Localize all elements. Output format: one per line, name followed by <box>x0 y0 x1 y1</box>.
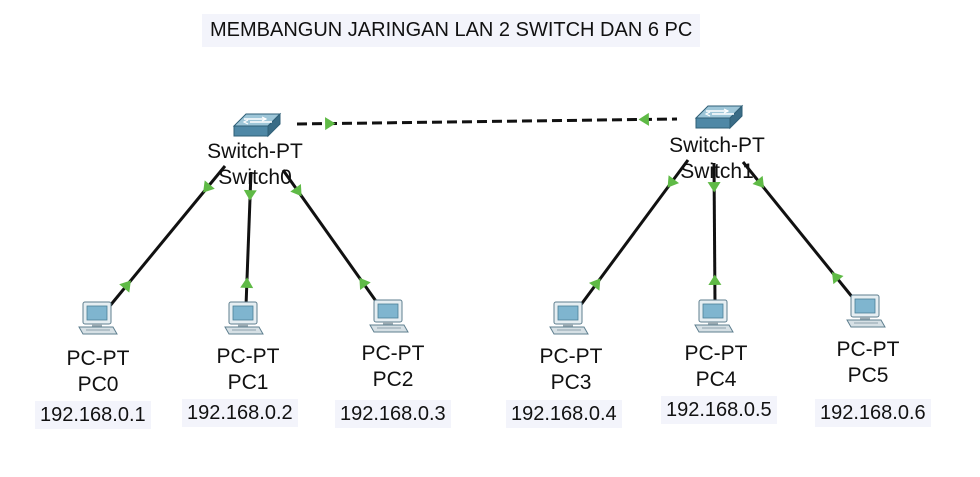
pc-name-label: PC3 <box>550 371 592 394</box>
pc-icon[interactable] <box>78 301 118 335</box>
link-status-indicator <box>290 184 302 197</box>
switch-model-label: Switch-PT <box>669 134 765 157</box>
link-sw0-sw1[interactable] <box>296 117 678 126</box>
pc-model-label: PC-PT <box>836 338 900 361</box>
link-status-indicator <box>831 272 844 285</box>
link-status-indicator <box>240 277 254 289</box>
link-status-indicator <box>667 175 679 188</box>
link-status-indicator <box>589 278 601 291</box>
pc-ip-address: 192.168.0.4 <box>506 400 622 428</box>
pc-icon[interactable] <box>846 294 886 328</box>
pc-model-label: PC-PT <box>361 342 425 365</box>
pc-name-label: PC2 <box>372 368 414 391</box>
pc-ip-address: 192.168.0.1 <box>35 401 151 429</box>
links-layer <box>107 112 855 308</box>
pc-model-label: PC-PT <box>216 345 280 368</box>
pc-model-label: PC-PT <box>539 345 603 368</box>
pc-ip-address: 192.168.0.5 <box>661 396 777 424</box>
pc-icon[interactable] <box>369 299 409 333</box>
link-status-indicator <box>707 182 721 193</box>
pc-icon[interactable] <box>694 299 734 333</box>
pc-ip-address: 192.168.0.6 <box>815 399 931 427</box>
link-status-indicator <box>243 189 257 201</box>
pc-ip-address: 192.168.0.3 <box>335 400 451 428</box>
pc-name-label: PC0 <box>77 373 119 396</box>
pc-ip-address: 192.168.0.2 <box>182 399 298 427</box>
link-status-indicator <box>708 274 722 285</box>
pc-model-label: PC-PT <box>66 347 130 370</box>
switch-icon[interactable] <box>695 105 743 129</box>
pc-icon[interactable] <box>549 301 589 335</box>
pc-name-label: PC5 <box>847 364 889 387</box>
link-status-indicator <box>638 112 649 126</box>
link-status-indicator <box>119 280 131 293</box>
link-status-indicator <box>359 277 371 290</box>
pc-model-label: PC-PT <box>684 342 748 365</box>
link-status-indicator <box>752 175 765 188</box>
diagram-title: MEMBANGUN JARINGAN LAN 2 SWITCH DAN 6 PC <box>202 14 701 47</box>
link-status-indicator <box>325 117 336 131</box>
pc-icon[interactable] <box>224 301 264 335</box>
pc-name-label: PC4 <box>695 368 737 391</box>
link-status-indicator <box>203 180 215 193</box>
switch-name-label: Switch1 <box>680 160 754 183</box>
switch-name-label: Switch0 <box>218 166 292 189</box>
switch-icon[interactable] <box>233 113 281 137</box>
switch-model-label: Switch-PT <box>207 140 303 163</box>
pc-name-label: PC1 <box>227 371 269 394</box>
